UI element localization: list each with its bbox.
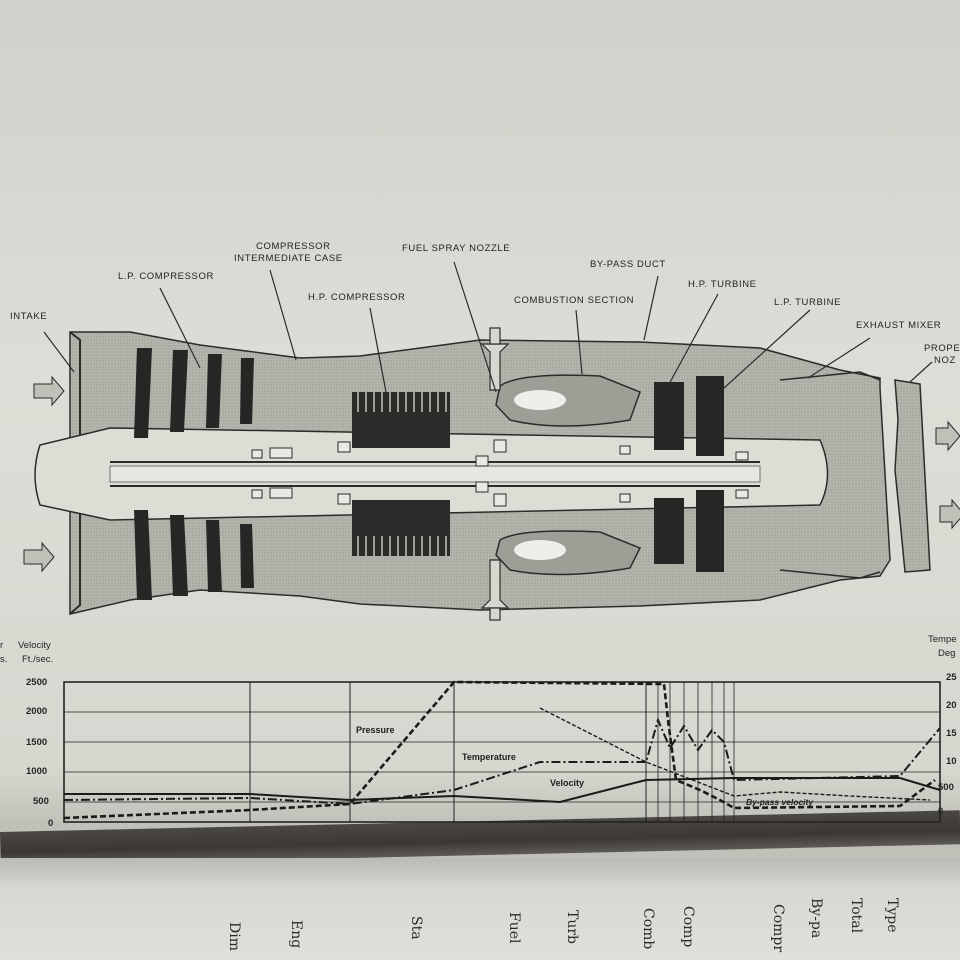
lp-compressor-label: L.P. COMPRESSOR	[118, 271, 214, 282]
exhaust-mixer	[779, 371, 881, 579]
pressure-curve	[63, 680, 936, 820]
leader-lines	[43, 261, 933, 393]
velocity-curve-label: Velocity	[550, 778, 585, 788]
shaft-inner	[109, 465, 761, 483]
temperature-curve-label: Temperature	[462, 752, 516, 762]
temperature-curve	[63, 717, 941, 806]
bypass-velocity-curve-label: By-pass velocity	[746, 797, 814, 807]
pressure-curve-label: Pressure	[356, 725, 395, 735]
hp-compressor	[352, 392, 450, 556]
right-tick-15: 15	[946, 728, 957, 739]
fuel-spray-nozzle-label: FUEL SPRAY NOZZLE	[402, 243, 511, 254]
left-tick-1500: 1500	[26, 737, 48, 748]
combustion-section-label: COMBUSTION SECTION	[514, 295, 635, 306]
right-axis-title-1: Tempe	[928, 634, 957, 645]
compressor-intermediate-case-label-line2: INTERMEDIATE CASE	[234, 253, 343, 264]
next-page-text-9: Sta	[408, 916, 424, 940]
bypass-duct-label: BY-PASS DUCT	[590, 259, 666, 270]
next-page-text-7: Turb	[564, 910, 580, 945]
left-tick-2500: 2500	[26, 677, 48, 688]
intake-label: INTAKE	[10, 311, 48, 322]
right-tick-10: 10	[946, 756, 957, 767]
left-tick-1000: 1000	[26, 766, 48, 777]
left-edge-fragment-2: s.	[0, 654, 8, 665]
left-axis-title-1: Velocity	[18, 640, 51, 651]
left-tick-2000: 2000	[26, 706, 48, 717]
lp-turbine-label: L.P. TURBINE	[774, 297, 842, 308]
next-page-text-10: Eng	[288, 920, 304, 949]
left-edge-fragment-1: r	[0, 640, 4, 651]
next-page-text-5: Comp	[680, 906, 696, 948]
left-axis-title-2: Ft./sec.	[22, 654, 54, 665]
compressor-intermediate-case-label-line1: COMPRESSOR	[256, 241, 331, 252]
propelling-nozzle-label-line2: NOZ	[934, 355, 956, 366]
velocity-curve	[64, 777, 941, 804]
hp-turbine-label: H.P. TURBINE	[688, 279, 757, 290]
hp-compressor-label: H.P. COMPRESSOR	[308, 292, 406, 303]
propelling-nozzle-label-line1: PROPE	[924, 343, 960, 354]
flow-arrows	[23, 375, 960, 573]
fuel-spray-nozzles	[480, 327, 510, 621]
right-axis-title-2: Deg	[938, 648, 956, 659]
next-page-text-6: Comb	[640, 908, 656, 950]
right-tick-25: 25	[946, 672, 957, 683]
right-tick-500: 500	[938, 782, 954, 793]
next-page-text-1: Type	[884, 898, 900, 933]
turbine-blades	[654, 376, 724, 572]
exhaust-mixer-label: EXHAUST MIXER	[856, 320, 942, 331]
lp-compressor-blades	[134, 348, 254, 600]
next-page-text-2: Total	[848, 898, 864, 934]
right-tick-0: 0	[938, 806, 944, 817]
left-tick-0: 0	[48, 818, 54, 829]
graph-frame	[63, 681, 941, 823]
next-page	[0, 858, 960, 960]
next-page-text-11: Dim	[226, 922, 242, 951]
bearings	[251, 439, 749, 507]
combustion-chambers	[495, 374, 642, 576]
next-page-text-4: Compr	[770, 904, 786, 953]
next-page-text-8: Fuel	[506, 912, 522, 944]
left-tick-500: 500	[33, 796, 49, 807]
bypass-velocity-curve	[539, 707, 931, 801]
right-tick-20: 20	[946, 700, 957, 711]
next-page-text-3: By-pa	[808, 898, 824, 939]
propelling-nozzle	[894, 379, 931, 573]
